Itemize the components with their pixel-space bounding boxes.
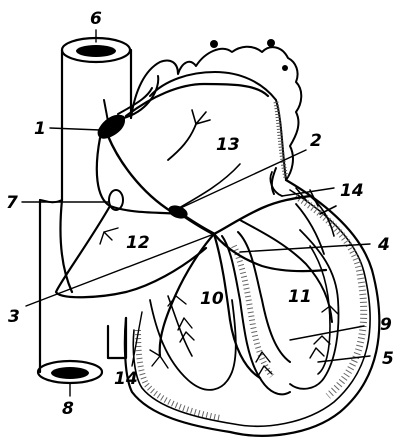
label-13: 13: [216, 135, 240, 155]
right-atrium-wall: [40, 200, 72, 360]
conduction-system: [56, 76, 338, 378]
stipple-wall-left: [138, 330, 220, 418]
label-5: 5: [382, 349, 394, 369]
inferior-vena-cava: [38, 318, 126, 383]
aortic-arch-outline: [131, 39, 301, 180]
label-9: 9: [380, 315, 392, 335]
label-12: 12: [126, 233, 150, 253]
label-4: 4: [377, 235, 390, 255]
figure-labels: 1 2 3 4 5 6 7 8 9 10 11 12 13 14 14: [6, 9, 394, 419]
label-14-lower: 14: [114, 369, 138, 389]
label-11: 11: [288, 287, 312, 307]
label-6: 6: [90, 9, 102, 29]
label-2: 2: [310, 131, 322, 151]
label-3: 3: [8, 307, 20, 327]
label-1: 1: [34, 119, 46, 139]
label-14-upper: 14: [340, 181, 364, 201]
sa-node: [98, 115, 125, 139]
inferior-vena-cava-opening: [51, 367, 89, 379]
label-7: 7: [6, 193, 18, 213]
superior-vena-cava-opening: [76, 45, 116, 57]
label-8: 8: [62, 399, 74, 419]
right-ventricle-inner: [150, 296, 236, 390]
his-bundle: [184, 216, 214, 234]
label-10: 10: [200, 289, 224, 309]
